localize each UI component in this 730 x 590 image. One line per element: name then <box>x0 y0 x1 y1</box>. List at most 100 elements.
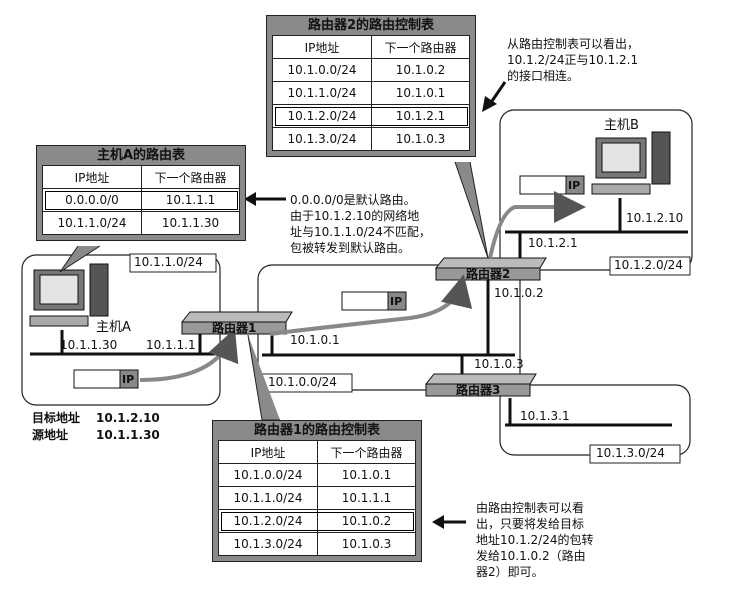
packet-flow-arrow-2 <box>269 274 473 336</box>
net-backbone-label: 10.1.0.0/24 <box>268 375 337 389</box>
table-row: 10.1.1.0/24 10.1.1.30 <box>42 211 240 235</box>
table-cell: 10.1.0.1 <box>317 463 416 487</box>
note-line: 发给10.1.0.2（路由 <box>476 549 586 563</box>
router2-table-title: 路由器2的路由控制表 <box>307 18 435 33</box>
router3-label: 路由器3 <box>456 383 501 397</box>
table-cell: 10.1.2.1 <box>371 104 470 128</box>
table-row: 10.1.3.0/24 10.1.0.3 <box>272 127 470 151</box>
router2-lanb-ip-label: 10.1.2.1 <box>528 236 578 250</box>
table-cell: 10.1.2.0/24 <box>218 509 318 533</box>
ip-tag: IP <box>568 179 581 192</box>
hostB-label: 主机B <box>604 118 639 133</box>
ip-tag: IP <box>390 295 403 308</box>
table-cell: 10.1.1.1 <box>141 188 240 212</box>
hostA-table-pointer <box>59 245 101 273</box>
net-c-label: 10.1.3.0/24 <box>596 446 665 460</box>
net-c-label-box <box>589 444 681 464</box>
hostA-col-ip: IP地址 <box>42 165 142 189</box>
packet-dest-value: 10.1.2.10 <box>96 411 160 425</box>
table-row: 10.1.0.0/24 10.1.0.1 <box>218 463 416 487</box>
packet-src-value: 10.1.1.30 <box>96 428 160 442</box>
router2-note: 从路由控制表可以看出， 10.1.2/24正与10.1.2.1 的接口相连。 <box>507 36 639 84</box>
router2-routing-table: 路由器2的路由控制表 IP地址 下一个路由器 10.1.0.0/24 10.1.… <box>266 15 476 157</box>
note-line: 0.0.0.0/0是默认路由。 <box>290 193 416 207</box>
router2-label: 路由器2 <box>466 267 511 281</box>
hostA-table-title: 主机A的路由表 <box>96 148 186 163</box>
router1-col-ip: IP地址 <box>218 440 318 464</box>
router1-backbone-ip-label: 10.1.0.1 <box>290 333 340 347</box>
table-row: 10.1.3.0/24 10.1.0.3 <box>218 532 416 556</box>
table-cell: 10.1.0.0/24 <box>272 58 372 82</box>
note-line: 的接口相连。 <box>507 69 580 83</box>
router2-backbone-ip-label: 10.1.0.2 <box>494 286 544 300</box>
network-b-boundary <box>499 109 693 271</box>
router3-backbone-ip-label: 10.1.0.3 <box>474 357 524 371</box>
packet-flow-arrow-1 <box>139 328 239 382</box>
table-cell: 10.1.2.0/24 <box>272 104 372 128</box>
router1-lan-ip-label: 10.1.1.1 <box>146 338 196 352</box>
table-cell: 10.1.0.2 <box>371 58 470 82</box>
note-line: 从路由控制表可以看出， <box>507 37 640 51</box>
note-line: 器2）即可。 <box>476 565 544 579</box>
note-line: 由路由控制表可以看 <box>476 501 585 515</box>
ip-tag: IP <box>122 373 135 386</box>
net-a-label: 10.1.1.0/24 <box>134 255 203 269</box>
note-line: 10.1.2/24正与10.1.2.1 <box>507 53 639 67</box>
hostB-ip-label: 10.1.2.10 <box>626 211 684 225</box>
router1-table-title: 路由器1的路由控制表 <box>253 423 381 438</box>
hostB-computer-icon <box>591 131 671 195</box>
router3-lanc-ip-label: 10.1.3.1 <box>520 409 570 423</box>
router2-note-arrow-icon <box>482 81 507 112</box>
hostA-label: 主机A <box>96 320 131 335</box>
router1-label: 路由器1 <box>212 321 257 335</box>
router3-icon <box>424 373 537 397</box>
packet-flow-arrow-3 <box>488 191 586 259</box>
table-cell: 10.1.1.0/24 <box>42 211 142 235</box>
table-row: 10.1.1.0/24 10.1.1.1 <box>218 486 416 510</box>
router2-table-pointer <box>454 161 489 259</box>
table-cell: 10.1.1.30 <box>141 211 240 235</box>
table-row-highlighted: 10.1.2.0/24 10.1.2.1 <box>272 104 470 128</box>
note-line: 地址10.1.2/24的包转 <box>476 533 594 547</box>
hostA-col-next: 下一个路由器 <box>141 165 240 189</box>
table-cell: 10.1.1.1 <box>317 486 416 510</box>
packet-lanb-icon <box>519 175 585 195</box>
table-row: 10.1.1.0/24 10.1.0.1 <box>272 81 470 105</box>
table-cell: 10.1.0.1 <box>371 81 470 105</box>
table-cell: 10.1.0.3 <box>371 127 470 151</box>
router2-col-next: 下一个路由器 <box>371 35 470 59</box>
note-line: 包被转发到默认路由。 <box>290 241 411 255</box>
table-cell: 10.1.1.0/24 <box>218 486 318 510</box>
hostA-note-arrow-icon <box>244 192 286 206</box>
table-cell: 10.1.3.0/24 <box>272 127 372 151</box>
note-line: 出，只要将发给目标 <box>476 517 585 531</box>
net-b-label: 10.1.2.0/24 <box>614 258 683 272</box>
table-cell: 10.1.1.0/24 <box>272 81 372 105</box>
default-route-note: 0.0.0.0/0是默认路由。 由于10.1.2.10的网络地 址与10.1.1… <box>290 192 431 256</box>
table-cell: 10.1.3.0/24 <box>218 532 318 556</box>
table-row-highlighted: 10.1.2.0/24 10.1.0.2 <box>218 509 416 533</box>
router1-note: 由路由控制表可以看 出，只要将发给目标 地址10.1.2/24的包转 发给10.… <box>476 500 593 580</box>
router1-col-next: 下一个路由器 <box>317 440 416 464</box>
note-line: 由于10.1.2.10的网络地 <box>290 209 420 223</box>
table-cell: 10.1.0.3 <box>317 532 416 556</box>
router1-routing-table: 路由器1的路由控制表 IP地址 下一个路由器 10.1.0.0/24 10.1.… <box>212 420 422 562</box>
hostA-ip-label: 10.1.1.30 <box>60 338 118 352</box>
table-cell: 0.0.0.0/0 <box>42 188 142 212</box>
router1-icon <box>180 311 293 335</box>
table-cell: 10.1.0.2 <box>317 509 416 533</box>
packet-src-label: 源地址 <box>32 428 69 442</box>
router1-note-arrow-icon <box>432 515 466 529</box>
packet-backbone-icon <box>341 291 407 311</box>
router2-col-ip: IP地址 <box>272 35 372 59</box>
note-line: 址与10.1.1.0/24不匹配， <box>290 225 431 239</box>
net-b-label-box <box>609 256 691 276</box>
hostA-routing-table: 主机A的路由表 IP地址 下一个路由器 0.0.0.0/0 10.1.1.1 1… <box>36 145 246 241</box>
packet-hostA-icon <box>73 369 139 389</box>
net-a-label-box <box>129 253 217 273</box>
packet-dest-label: 目标地址 <box>32 411 81 425</box>
table-row: 10.1.0.0/24 10.1.0.2 <box>272 58 470 82</box>
hostA-computer-icon <box>29 263 109 327</box>
table-row-highlighted: 0.0.0.0/0 10.1.1.1 <box>42 188 240 212</box>
